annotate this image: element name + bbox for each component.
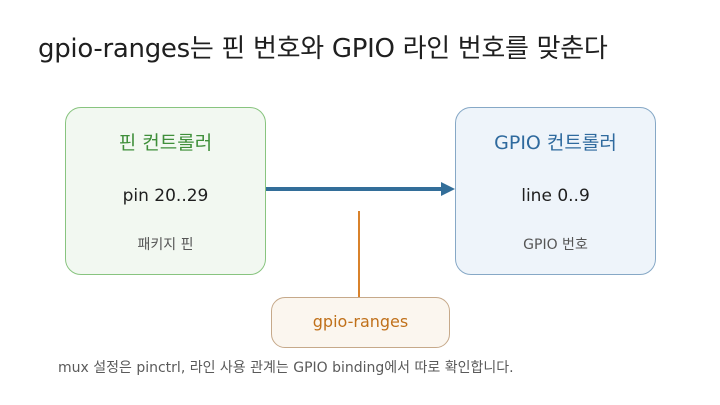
arrow-head-icon xyxy=(441,182,455,196)
pin-range-label: pin 20..29 xyxy=(122,186,209,206)
gpio-ranges-label: gpio-ranges xyxy=(271,297,450,348)
gpio-controller-title: GPIO 컨트롤러 xyxy=(494,132,617,154)
gpio-controller-box: GPIO 컨트롤러 line 0..9 GPIO 번호 xyxy=(455,107,656,275)
pin-controller-title: 핀 컨트롤러 xyxy=(118,132,213,154)
slide-title: gpio-ranges는 핀 번호와 GPIO 라인 번호를 맞춘다 xyxy=(38,34,608,64)
line-range-label: line 0..9 xyxy=(521,186,590,206)
gpio-number-label: GPIO 번호 xyxy=(523,237,588,253)
package-pin-label: 패키지 핀 xyxy=(137,237,194,253)
pin-controller-box: 핀 컨트롤러 pin 20..29 패키지 핀 xyxy=(65,107,266,275)
footnote: mux 설정은 pinctrl, 라인 사용 관계는 GPIO binding에… xyxy=(58,360,514,376)
